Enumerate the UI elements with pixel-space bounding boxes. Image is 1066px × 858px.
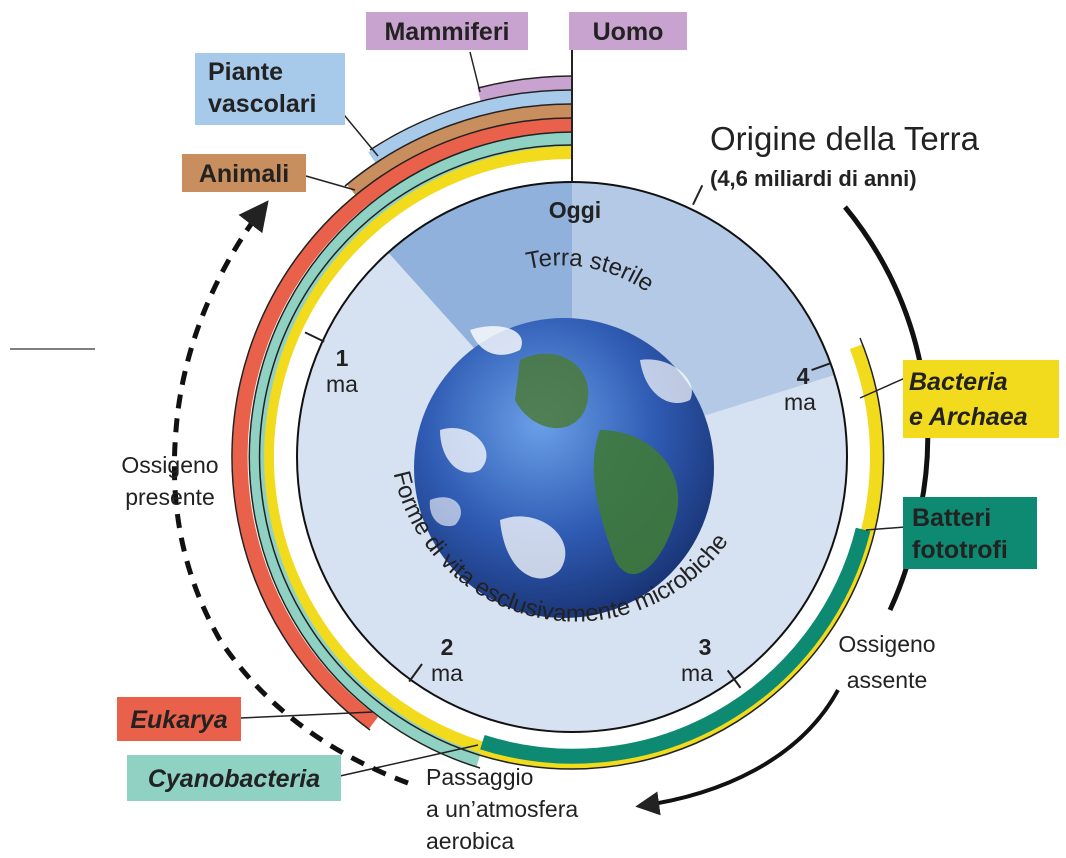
svg-text:2: 2 bbox=[441, 634, 454, 660]
svg-text:ma: ma bbox=[681, 660, 713, 686]
mammiferi-text: Mammiferi bbox=[384, 18, 509, 46]
batteri-line1-text: Batteri bbox=[912, 504, 991, 532]
cyanobacteria-text: Cyanobacteria bbox=[148, 765, 320, 793]
animali-text: Animali bbox=[199, 160, 289, 188]
svg-text:3: 3 bbox=[699, 634, 712, 660]
aerobic-transition-line3: aerobica bbox=[426, 828, 514, 854]
label-batteri-fototrofi: Batteri fototrofi bbox=[903, 497, 1037, 569]
svg-text:1: 1 bbox=[336, 345, 349, 371]
svg-text:4: 4 bbox=[797, 363, 810, 389]
aerobic-transition-line2: a un’atmosfera bbox=[426, 796, 578, 822]
oxygen-absent-line2: assente bbox=[847, 667, 928, 693]
svg-text:ma: ma bbox=[431, 660, 463, 686]
label-bacteria-archaea: Bacteria e Archaea bbox=[903, 360, 1059, 438]
oxygen-present-line2: presente bbox=[125, 484, 215, 510]
label-mammiferi: Mammiferi bbox=[366, 12, 528, 50]
svg-text:ma: ma bbox=[784, 389, 816, 415]
origin-title: Origine della Terra bbox=[710, 120, 980, 157]
oxygen-present-line1: Ossigeno bbox=[121, 452, 218, 478]
label-cyanobacteria: Cyanobacteria bbox=[127, 755, 341, 801]
label-animali: Animali bbox=[182, 154, 306, 192]
label-eukarya: Eukarya bbox=[117, 697, 241, 741]
uomo-text: Uomo bbox=[593, 18, 664, 46]
batteri-line2-text: fototrofi bbox=[912, 536, 1008, 564]
eukarya-text: Eukarya bbox=[130, 706, 227, 734]
aerobic-transition-line1: Passaggio bbox=[426, 764, 533, 790]
oxygen-absent-line1: Ossigeno bbox=[838, 631, 935, 657]
label-piante-vascolari: Piante vascolari bbox=[195, 53, 345, 125]
svg-text:ma: ma bbox=[326, 371, 358, 397]
label-uomo: Uomo bbox=[569, 12, 687, 50]
piante-line1-text: Piante bbox=[208, 58, 283, 86]
bacteria-line1-text: Bacteria bbox=[909, 368, 1008, 396]
origin-subtitle: (4,6 miliardi di anni) bbox=[710, 166, 917, 191]
today-label: Oggi bbox=[549, 197, 601, 223]
bacteria-line2-text: e Archaea bbox=[909, 403, 1028, 431]
piante-line2-text: vascolari bbox=[208, 90, 316, 118]
